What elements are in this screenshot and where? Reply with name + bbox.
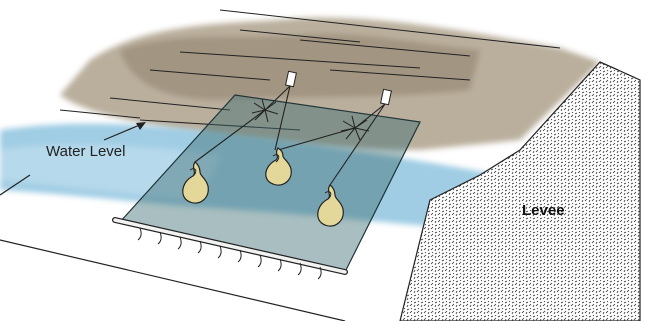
levee-label: Levee — [522, 202, 565, 219]
water-level-label: Water Level — [46, 143, 125, 160]
